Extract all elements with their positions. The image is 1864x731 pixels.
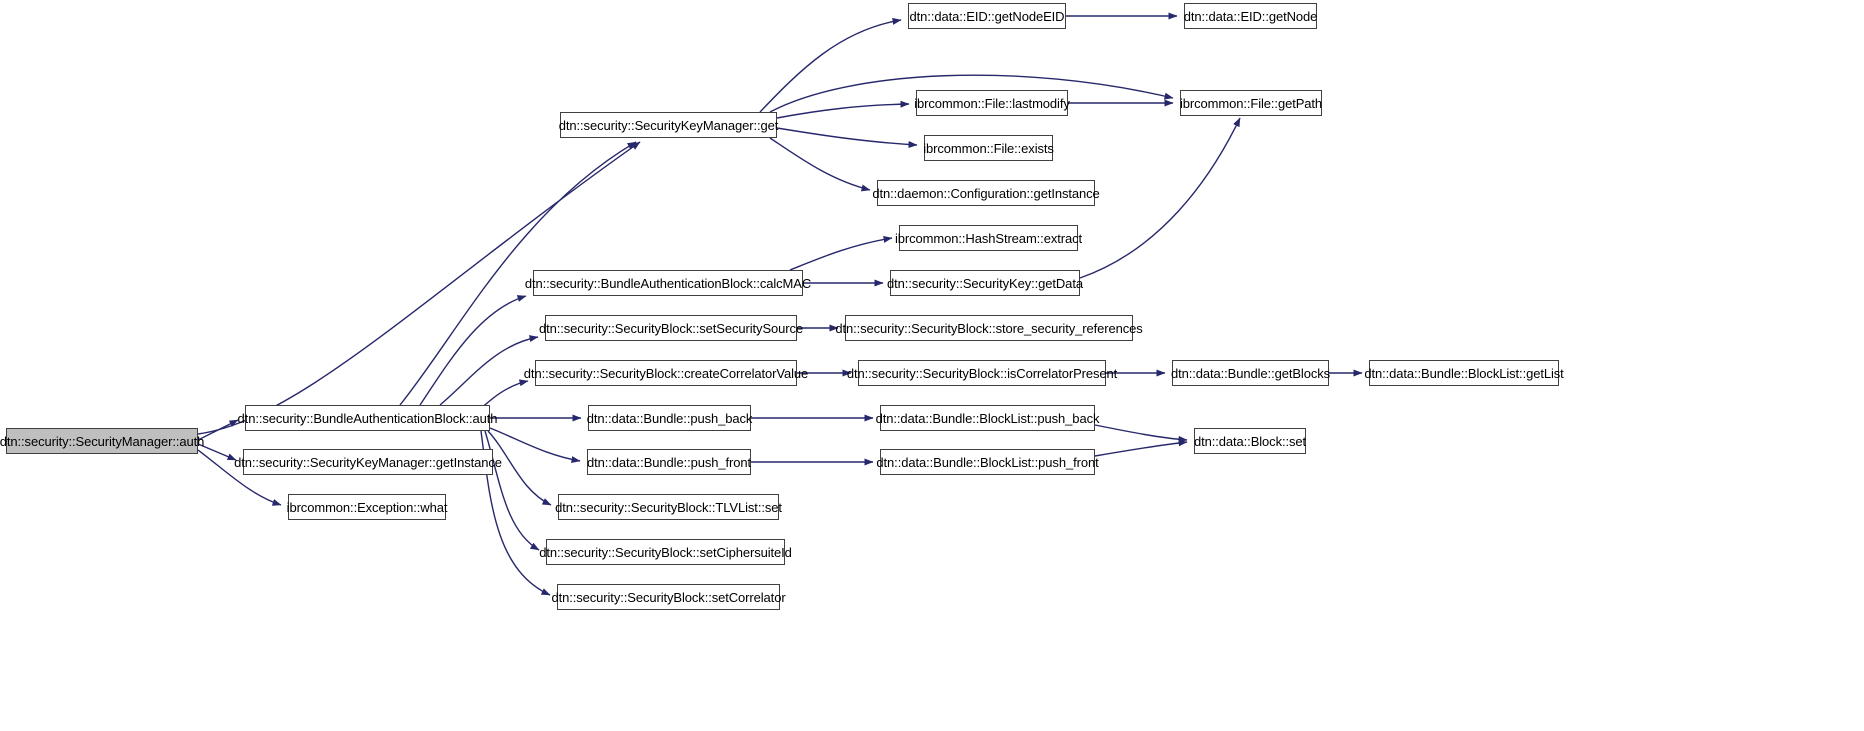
graph-node-label: ibrcommon::File::lastmodify [914,95,1070,111]
graph-node[interactable]: dtn::daemon::Configuration::getInstance [872,180,1100,206]
graph-edge [419,295,527,406]
graph-node-label: dtn::security::SecurityBlock::setCiphers… [539,544,792,560]
graph-node-label: dtn::security::SecurityBlock::setCorrela… [551,589,786,605]
graph-node-label: dtn::security::SecurityManager::auth [0,433,205,449]
graph-node[interactable]: dtn::data::EID::getNode [1184,3,1317,29]
graph-node-label: dtn::security::SecurityBlock::store_secu… [835,320,1143,336]
graph-node[interactable]: dtn::security::SecurityBlock::setSecurit… [539,315,803,341]
graph-node-label: dtn::security::SecurityBlock::TLVList::s… [555,499,782,515]
graph-node[interactable]: dtn::data::Block::set [1194,428,1306,454]
graph-node[interactable]: dtn::data::Bundle::push_front [587,449,751,475]
graph-node[interactable]: dtn::security::SecurityBlock::setCorrela… [551,584,786,610]
graph-node[interactable]: ibrcommon::File::lastmodify [914,90,1070,116]
graph-node[interactable]: dtn::security::SecurityKeyManager::getIn… [234,449,502,475]
graph-node-label: dtn::data::Block::set [1193,433,1307,449]
graph-node[interactable]: dtn::security::SecurityBlock::TLVList::s… [555,494,782,520]
graph-node-label: dtn::daemon::Configuration::getInstance [872,185,1100,201]
graph-node-label: dtn::security::SecurityBlock::isCorrelat… [846,365,1118,381]
graph-node-label: dtn::data::Bundle::push_back [586,410,753,426]
graph-edge [776,100,910,119]
graph-node-label: dtn::security::BundleAuthenticationBlock… [524,275,812,291]
graph-node-label: ibrcommon::HashStream::extract [895,230,1083,246]
graph-node[interactable]: dtn::security::SecurityBlock::store_secu… [835,315,1143,341]
graph-node[interactable]: dtn::security::SecurityKey::getData [887,270,1083,296]
graph-node-label: dtn::data::EID::getNode [1183,8,1318,24]
graph-node[interactable]: dtn::security::SecurityBlock::createCorr… [524,360,808,386]
graph-edge [776,127,918,149]
graph-node[interactable]: dtn::security::SecurityBlock::setCiphers… [539,539,792,565]
graph-node[interactable]: dtn::data::Bundle::getBlocks [1171,360,1330,386]
graph-node-label: dtn::data::Bundle::BlockList::push_front [876,454,1099,470]
graph-node-label: dtn::data::Bundle::push_front [586,454,752,470]
graph-node[interactable]: ibrcommon::Exception::what [287,494,447,520]
graph-node[interactable]: dtn::security::BundleAuthenticationBlock… [525,270,811,296]
graph-node[interactable]: ibrcommon::HashStream::extract [895,225,1082,251]
graph-node-label: ibrcommon::Exception::what [286,499,448,515]
graph-edge [759,17,902,113]
graph-node-label: dtn::data::Bundle::BlockList::getList [1364,365,1564,381]
graph-node-label: dtn::security::BundleAuthenticationBlock… [237,410,498,426]
graph-node[interactable]: dtn::security::BundleAuthenticationBlock… [238,405,498,431]
graph-node-label: dtn::security::SecurityKey::getData [887,275,1083,291]
graph-node[interactable]: ibrcommon::File::exists [923,135,1054,161]
graph-edge [1094,439,1188,457]
graph-node[interactable]: dtn::data::Bundle::BlockList::push_back [876,405,1099,431]
graph-node[interactable]: ibrcommon::File::getPath [1180,90,1322,116]
graph-node-current[interactable]: dtn::security::SecurityManager::auth [0,428,204,454]
graph-node[interactable]: dtn::security::SecurityKeyManager::get [559,112,778,138]
graph-node-label: dtn::data::EID::getNodeEID [909,8,1065,24]
graph-node-label: dtn::data::Bundle::BlockList::push_back [875,410,1100,426]
graph-node-label: dtn::security::SecurityKeyManager::get [558,117,779,133]
graph-node-label: ibrcommon::File::exists [923,140,1054,156]
graph-edge [1094,424,1188,443]
graph-edge [484,430,540,551]
graph-node-label: dtn::security::SecurityBlock::createCorr… [523,365,809,381]
graph-edge [769,137,871,192]
graph-node-label: dtn::data::Bundle::getBlocks [1170,365,1331,381]
graph-node[interactable]: dtn::data::EID::getNodeEID [908,3,1066,29]
graph-node[interactable]: dtn::data::Bundle::push_back [587,405,752,431]
graph-edge [789,235,893,271]
graph-node-label: dtn::security::SecurityKeyManager::getIn… [234,454,502,470]
graph-node[interactable]: dtn::security::SecurityBlock::isCorrelat… [847,360,1117,386]
graph-node[interactable]: dtn::data::Bundle::BlockList::push_front [876,449,1099,475]
graph-node[interactable]: dtn::data::Bundle::BlockList::getList [1364,360,1564,386]
graph-node-label: ibrcommon::File::getPath [1179,95,1323,111]
graph-node-label: dtn::security::SecurityBlock::setSecurit… [538,320,804,336]
